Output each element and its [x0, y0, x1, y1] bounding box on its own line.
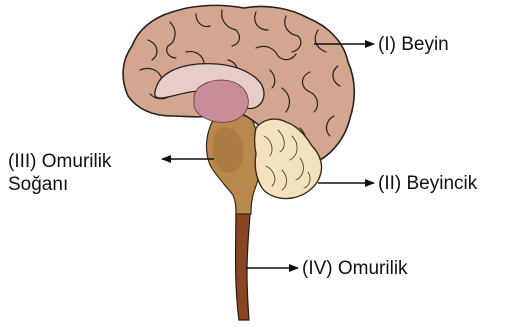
label-omurilik-sogani-line1: (III) Omurilik — [8, 150, 111, 173]
label-omurilik-sogani-line2: Soğanı — [8, 173, 111, 196]
label-omurilik: (IV) Omurilik — [302, 257, 408, 280]
spinal-cord — [236, 203, 251, 320]
label-omurilik-sogani: (III) Omurilik Soğanı — [8, 150, 111, 196]
label-beyin: (I) Beyin — [378, 33, 449, 56]
label-beyincik: (II) Beyincik — [378, 172, 477, 195]
thalamus — [194, 80, 248, 122]
